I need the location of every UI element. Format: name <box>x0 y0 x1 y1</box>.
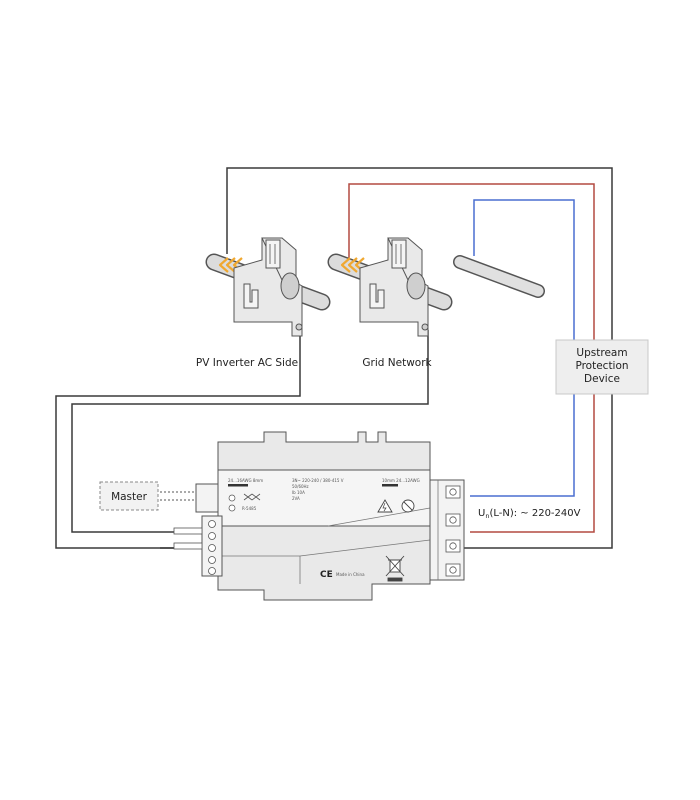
voltage-label: Un(L-N): ~ 220-240V <box>478 508 581 520</box>
warning-triangle-icon <box>377 499 393 513</box>
left-terminal-block <box>173 483 223 577</box>
grid-network-label: Grid Network <box>362 357 432 369</box>
energy-meter: 24...16AWG 8mm R-5485 3N~ 220-240 / 380-… <box>173 431 465 601</box>
meter-spec-1: 3N~ 220-240 / 380-415 V <box>292 478 344 483</box>
upstream-line1: Upstream <box>576 347 627 359</box>
upstream-protection-device: Upstream Protection Device <box>555 339 649 395</box>
grid-clamp <box>327 237 453 337</box>
right-terminal-block <box>429 479 465 581</box>
meter-code: R-5485 <box>242 506 257 511</box>
meter-spec-2: 50/60Hz <box>292 484 309 489</box>
made-in-label: Made in China <box>336 572 365 577</box>
blue-wire <box>470 199 575 497</box>
black-inner-wire <box>71 330 429 533</box>
no-disposal-icon <box>401 499 415 513</box>
neutral-rod <box>453 255 545 298</box>
meter-left-spec: 24...16AWG 8mm <box>228 478 263 483</box>
red-wire <box>348 183 595 533</box>
pv-clamp <box>205 237 331 337</box>
upstream-line3: Device <box>584 373 620 385</box>
master-label: Master <box>111 491 148 503</box>
pv-inverter-label: PV Inverter AC Side <box>196 357 298 369</box>
meter-top-ridge <box>217 431 431 471</box>
meter-spec-4: 2VA <box>292 496 300 501</box>
weee-bin-icon <box>385 555 405 582</box>
ce-mark: CE <box>320 570 333 580</box>
master-box <box>99 481 159 511</box>
grid-clamp-body <box>359 237 429 337</box>
voltage-suffix: (L-N): ~ 220-240V <box>489 508 580 519</box>
upstream-line2: Protection <box>575 360 628 372</box>
meter-right-spec: 10mm 24...12AWG <box>382 478 420 483</box>
voltage-prefix: U <box>478 508 485 519</box>
meter-spec-3: Ib 10A <box>292 490 305 495</box>
voltage-subscript: n <box>485 512 489 520</box>
meter-logo-icon <box>243 493 261 501</box>
upstream-box <box>555 339 649 395</box>
master-device: Master <box>99 481 196 511</box>
pv-clamp-body <box>233 237 303 337</box>
